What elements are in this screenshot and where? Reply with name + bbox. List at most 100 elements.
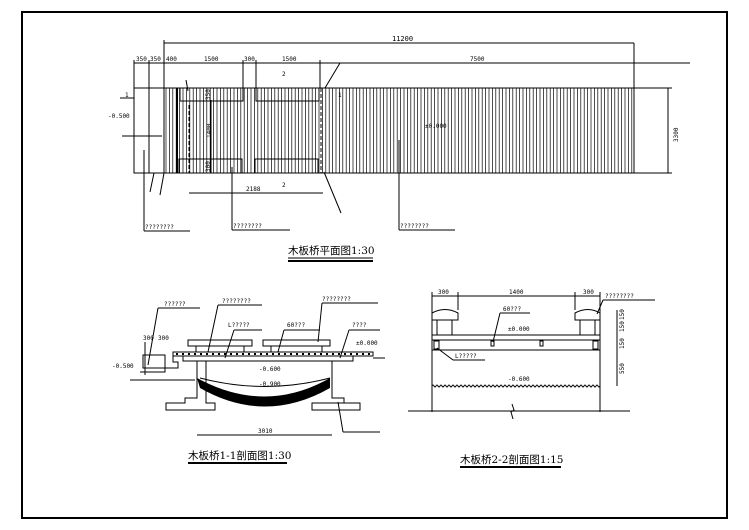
plank-end — [362, 353, 364, 355]
dim-h4: 550 — [619, 363, 626, 374]
dim-mid: 1400 — [509, 289, 524, 296]
note: ???????? — [400, 223, 429, 230]
plank-end — [290, 353, 292, 355]
level-zero: ±0.000 — [356, 340, 378, 347]
plank-end — [200, 353, 202, 355]
note: L????? — [455, 353, 477, 360]
note: ???????? — [233, 223, 262, 230]
plank-end — [260, 353, 262, 355]
dim-b: 300 — [158, 335, 169, 342]
plank-end — [266, 353, 268, 355]
bench-cap-right — [574, 309, 601, 321]
river-bed — [197, 378, 330, 407]
dim-400: 400 — [166, 56, 177, 63]
level-water: -0.600 — [508, 376, 530, 383]
plank-end — [272, 353, 274, 355]
plank-end — [338, 353, 340, 355]
plank-end — [176, 353, 178, 355]
note: 60??? — [503, 306, 521, 313]
plank-end — [344, 353, 346, 355]
plank-end — [320, 353, 322, 355]
dim-h3: 150 — [619, 338, 626, 349]
abutment-left — [165, 361, 216, 411]
beam — [182, 355, 354, 362]
dim-350a: 350 — [136, 56, 147, 63]
note: 60??? — [287, 322, 305, 329]
level-zero: ±0.000 — [508, 326, 530, 333]
section-mark-right: 1 — [338, 92, 342, 99]
drawing-frame — [21, 11, 728, 519]
plank-end — [332, 353, 334, 355]
section-mark-top: 2 — [282, 71, 286, 78]
plan-outline — [133, 87, 635, 174]
note: L????? — [228, 322, 250, 329]
plank-end — [308, 353, 310, 355]
plank-end — [206, 353, 208, 355]
level-low: -0.500 — [112, 363, 134, 370]
water-line — [431, 384, 601, 388]
plank-end — [314, 353, 316, 355]
level-zero: ±0.000 — [425, 123, 447, 130]
note: ???????? — [222, 298, 251, 305]
dim-right: 300 — [583, 289, 594, 296]
plank-end — [296, 353, 298, 355]
dim-v1400: 1400 — [206, 123, 213, 138]
dim-h1: 150 — [619, 321, 626, 332]
abutment-right — [311, 361, 361, 411]
deck — [431, 334, 601, 341]
plank-end — [236, 353, 238, 355]
plank-end — [254, 353, 256, 355]
plank-end — [212, 353, 214, 355]
bench-top-right — [255, 87, 320, 102]
dim-1500b: 1500 — [282, 56, 297, 63]
plank-end — [194, 353, 196, 355]
dim-v350: 350 — [205, 89, 212, 100]
note: ???? — [352, 322, 367, 329]
plan-title: 木板桥平面图1:30 — [288, 244, 375, 257]
dim-span: 2188 — [246, 186, 261, 193]
dim-v300: 300 — [205, 161, 212, 172]
plank-end — [218, 353, 220, 355]
dim-1500a: 1500 — [204, 56, 219, 63]
dim-a: 300 — [143, 335, 154, 342]
level-bed: -0.900 — [259, 381, 281, 388]
plank-end — [350, 353, 352, 355]
plank-end — [326, 353, 328, 355]
plank-end — [278, 353, 280, 355]
dim-span: 3010 — [258, 428, 273, 435]
section-1-1: 3010 300 300 -0.500 ±0.000 -0.600 -0.900… — [112, 296, 385, 464]
bench — [187, 339, 253, 347]
bench-cap-left — [431, 309, 459, 321]
note: ???????? — [145, 224, 174, 231]
dim-7500: 7500 — [470, 56, 485, 63]
note: ???????? — [605, 293, 634, 300]
plank-end — [242, 353, 244, 355]
note: ???????? — [322, 296, 351, 303]
level-water: -0.600 — [259, 366, 281, 373]
plank-end — [248, 353, 250, 355]
note: ?????? — [164, 301, 186, 308]
plank-end — [356, 353, 358, 355]
plank-end — [284, 353, 286, 355]
plank-end — [302, 353, 304, 355]
plank-end — [182, 353, 184, 355]
section-mark-left: 1 — [125, 92, 129, 99]
section2-title: 木板桥2-2剖面图1:15 — [460, 453, 564, 466]
dim-h2: 150 — [619, 309, 626, 320]
plank-end — [224, 353, 226, 355]
plan-view: 11200 350 350 400 1500 300 1500 7500 330… — [108, 35, 690, 262]
dim-width: 3300 — [673, 127, 680, 142]
section1-title: 木板桥1-1剖面图1:30 — [188, 449, 292, 462]
dim-300: 300 — [244, 56, 255, 63]
section-2-2: 300 1400 300 150 150 150 550 ±0.000 -0.6… — [408, 289, 655, 468]
plank-end — [188, 353, 190, 355]
dim-left: 300 — [438, 289, 449, 296]
dim-350b: 350 — [150, 56, 161, 63]
bench — [262, 339, 331, 347]
plank-end — [230, 353, 232, 355]
bench-bottom-right — [254, 158, 319, 174]
section-mark-bottom: 2 — [282, 182, 286, 189]
level-low: -0.500 — [108, 113, 130, 120]
dim-total: 11200 — [392, 35, 413, 43]
